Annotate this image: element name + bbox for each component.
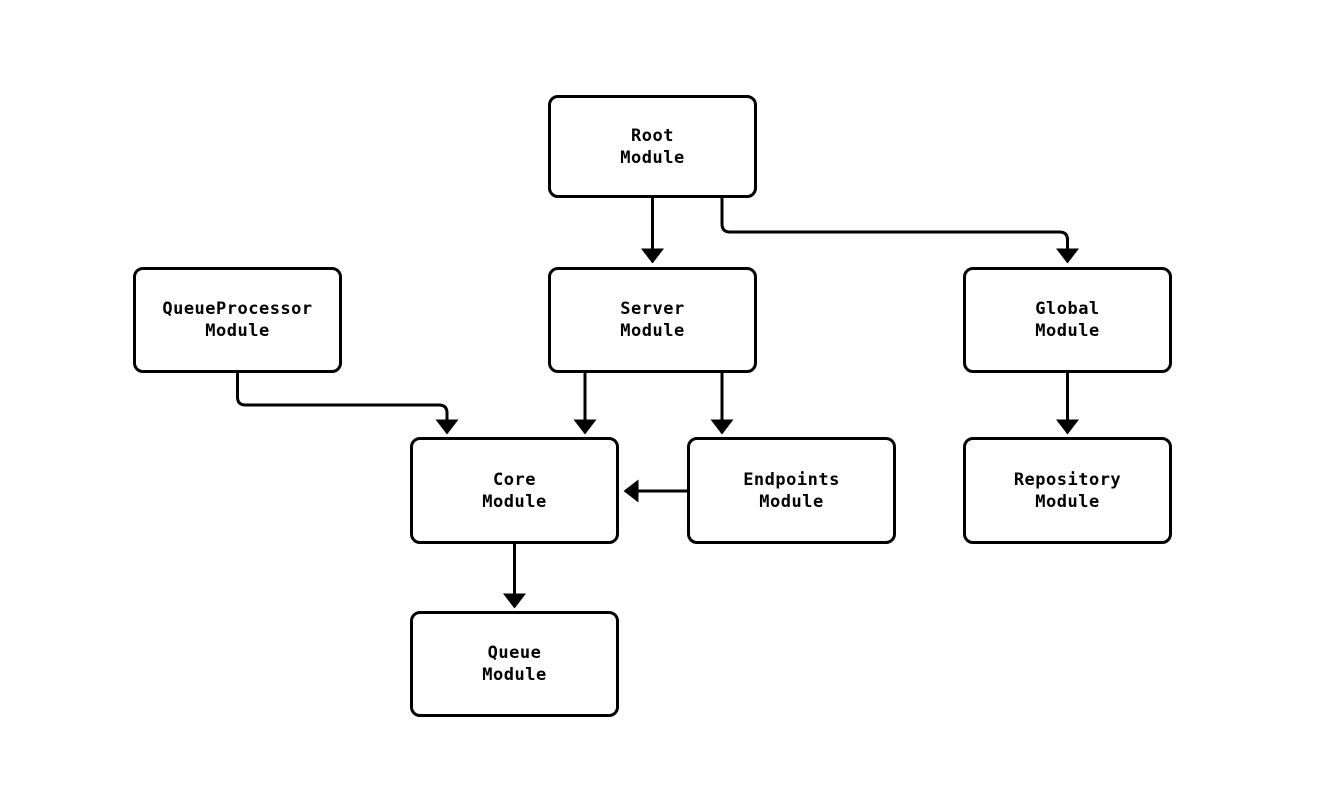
node-endpoints-module-label: Endpoints Module — [743, 469, 840, 512]
node-repository-module-label: Repository Module — [1013, 469, 1122, 512]
node-endpoints-module[interactable]: Endpoints Module — [687, 437, 896, 544]
node-server-module[interactable]: Server Module — [548, 267, 757, 373]
edge-root-to-global — [720, 198, 1079, 264]
node-queue-module-label: Queue Module — [482, 643, 547, 685]
node-global-module-label: Global Module — [1035, 299, 1100, 341]
node-core-module-label: Core Module — [482, 469, 547, 512]
edge-queueprocessor-to-core — [236, 373, 459, 435]
node-root-module[interactable]: Root Module — [548, 95, 757, 198]
node-repository-module[interactable]: Repository Module — [963, 437, 1172, 544]
node-core-module[interactable]: Core Module — [410, 437, 619, 544]
node-queue-module[interactable]: Queue Module — [410, 611, 619, 717]
node-server-module-label: Server Module — [620, 299, 685, 341]
node-queueprocessor-module-label: QueueProcessor Module — [162, 299, 313, 341]
node-global-module[interactable]: Global Module — [963, 267, 1172, 373]
node-queueprocessor-module[interactable]: QueueProcessor Module — [133, 267, 342, 373]
node-root-module-label: Root Module — [620, 125, 685, 168]
